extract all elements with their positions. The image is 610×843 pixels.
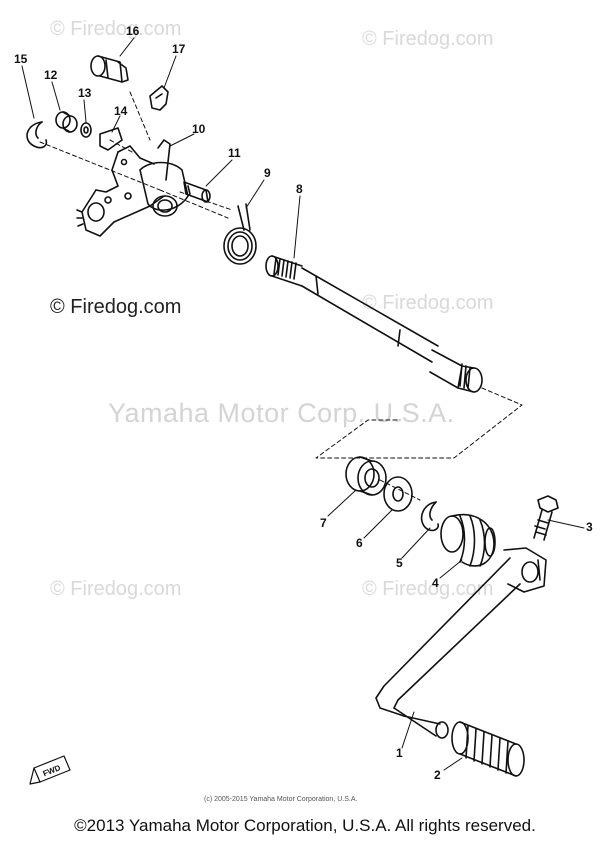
callout-5: 5 [396,556,403,570]
copyright-notice: ©2013 Yamaha Motor Corporation, U.S.A. A… [74,816,536,835]
part-9-spring [223,203,257,265]
part-6-washer [383,476,413,512]
part-4-boot [440,513,496,567]
part-17-clip [149,85,169,111]
part-2-pedal-rubber [451,721,525,777]
callout-17: 17 [172,42,186,56]
part-1-shift-pedal [375,547,547,739]
callout-1: 1 [396,746,403,760]
part-5-circlip [420,501,440,532]
watermark-lower-left: © Firedog.com [50,578,182,600]
callout-9: 9 [264,166,271,180]
part-12-collar [55,111,78,133]
callout-12: 12 [44,68,58,82]
callout-14: 14 [114,104,128,118]
callout-8: 8 [296,182,303,196]
callout-15: 15 [14,52,28,66]
callout-10: 10 [192,122,206,136]
callout-leaders [21,37,585,771]
callout-3: 3 [586,520,593,534]
callout-13: 13 [78,86,92,100]
watermark-top-right: © Firedog.com [362,28,494,50]
part-11-pin [183,181,211,203]
part-13-washer [80,122,92,138]
part-16-pin [90,55,129,83]
watermark-middle-right: © Firedog.com [362,292,494,314]
callout-4: 4 [432,576,439,590]
fwd-label: FWD [42,763,62,778]
callout-11: 11 [228,146,241,160]
part-10-shift-arm [76,139,189,237]
callout-7: 7 [320,516,327,530]
fine-print: (c) 2005-2015 Yamaha Motor Corporation, … [204,796,358,803]
watermark-middle-left: © Firedog.com [50,296,182,318]
assembly-guide-lines [39,91,523,501]
part-3-bolt [533,495,559,541]
watermark-top-left: © Firedog.com [50,18,182,40]
callout-16: 16 [126,24,140,38]
watermark-lower-right: © Firedog.com [362,578,494,600]
part-7-oil-seal [345,456,387,496]
watermark-center: Yamaha Motor Corp. U.S.A. [108,398,455,428]
callout-2: 2 [434,768,441,782]
part-15-circlip [26,121,48,149]
part-14-bracket [99,127,123,151]
callout-6: 6 [356,536,363,550]
fwd-arrow-icon [29,755,71,785]
part-8-shift-shaft [265,255,483,393]
